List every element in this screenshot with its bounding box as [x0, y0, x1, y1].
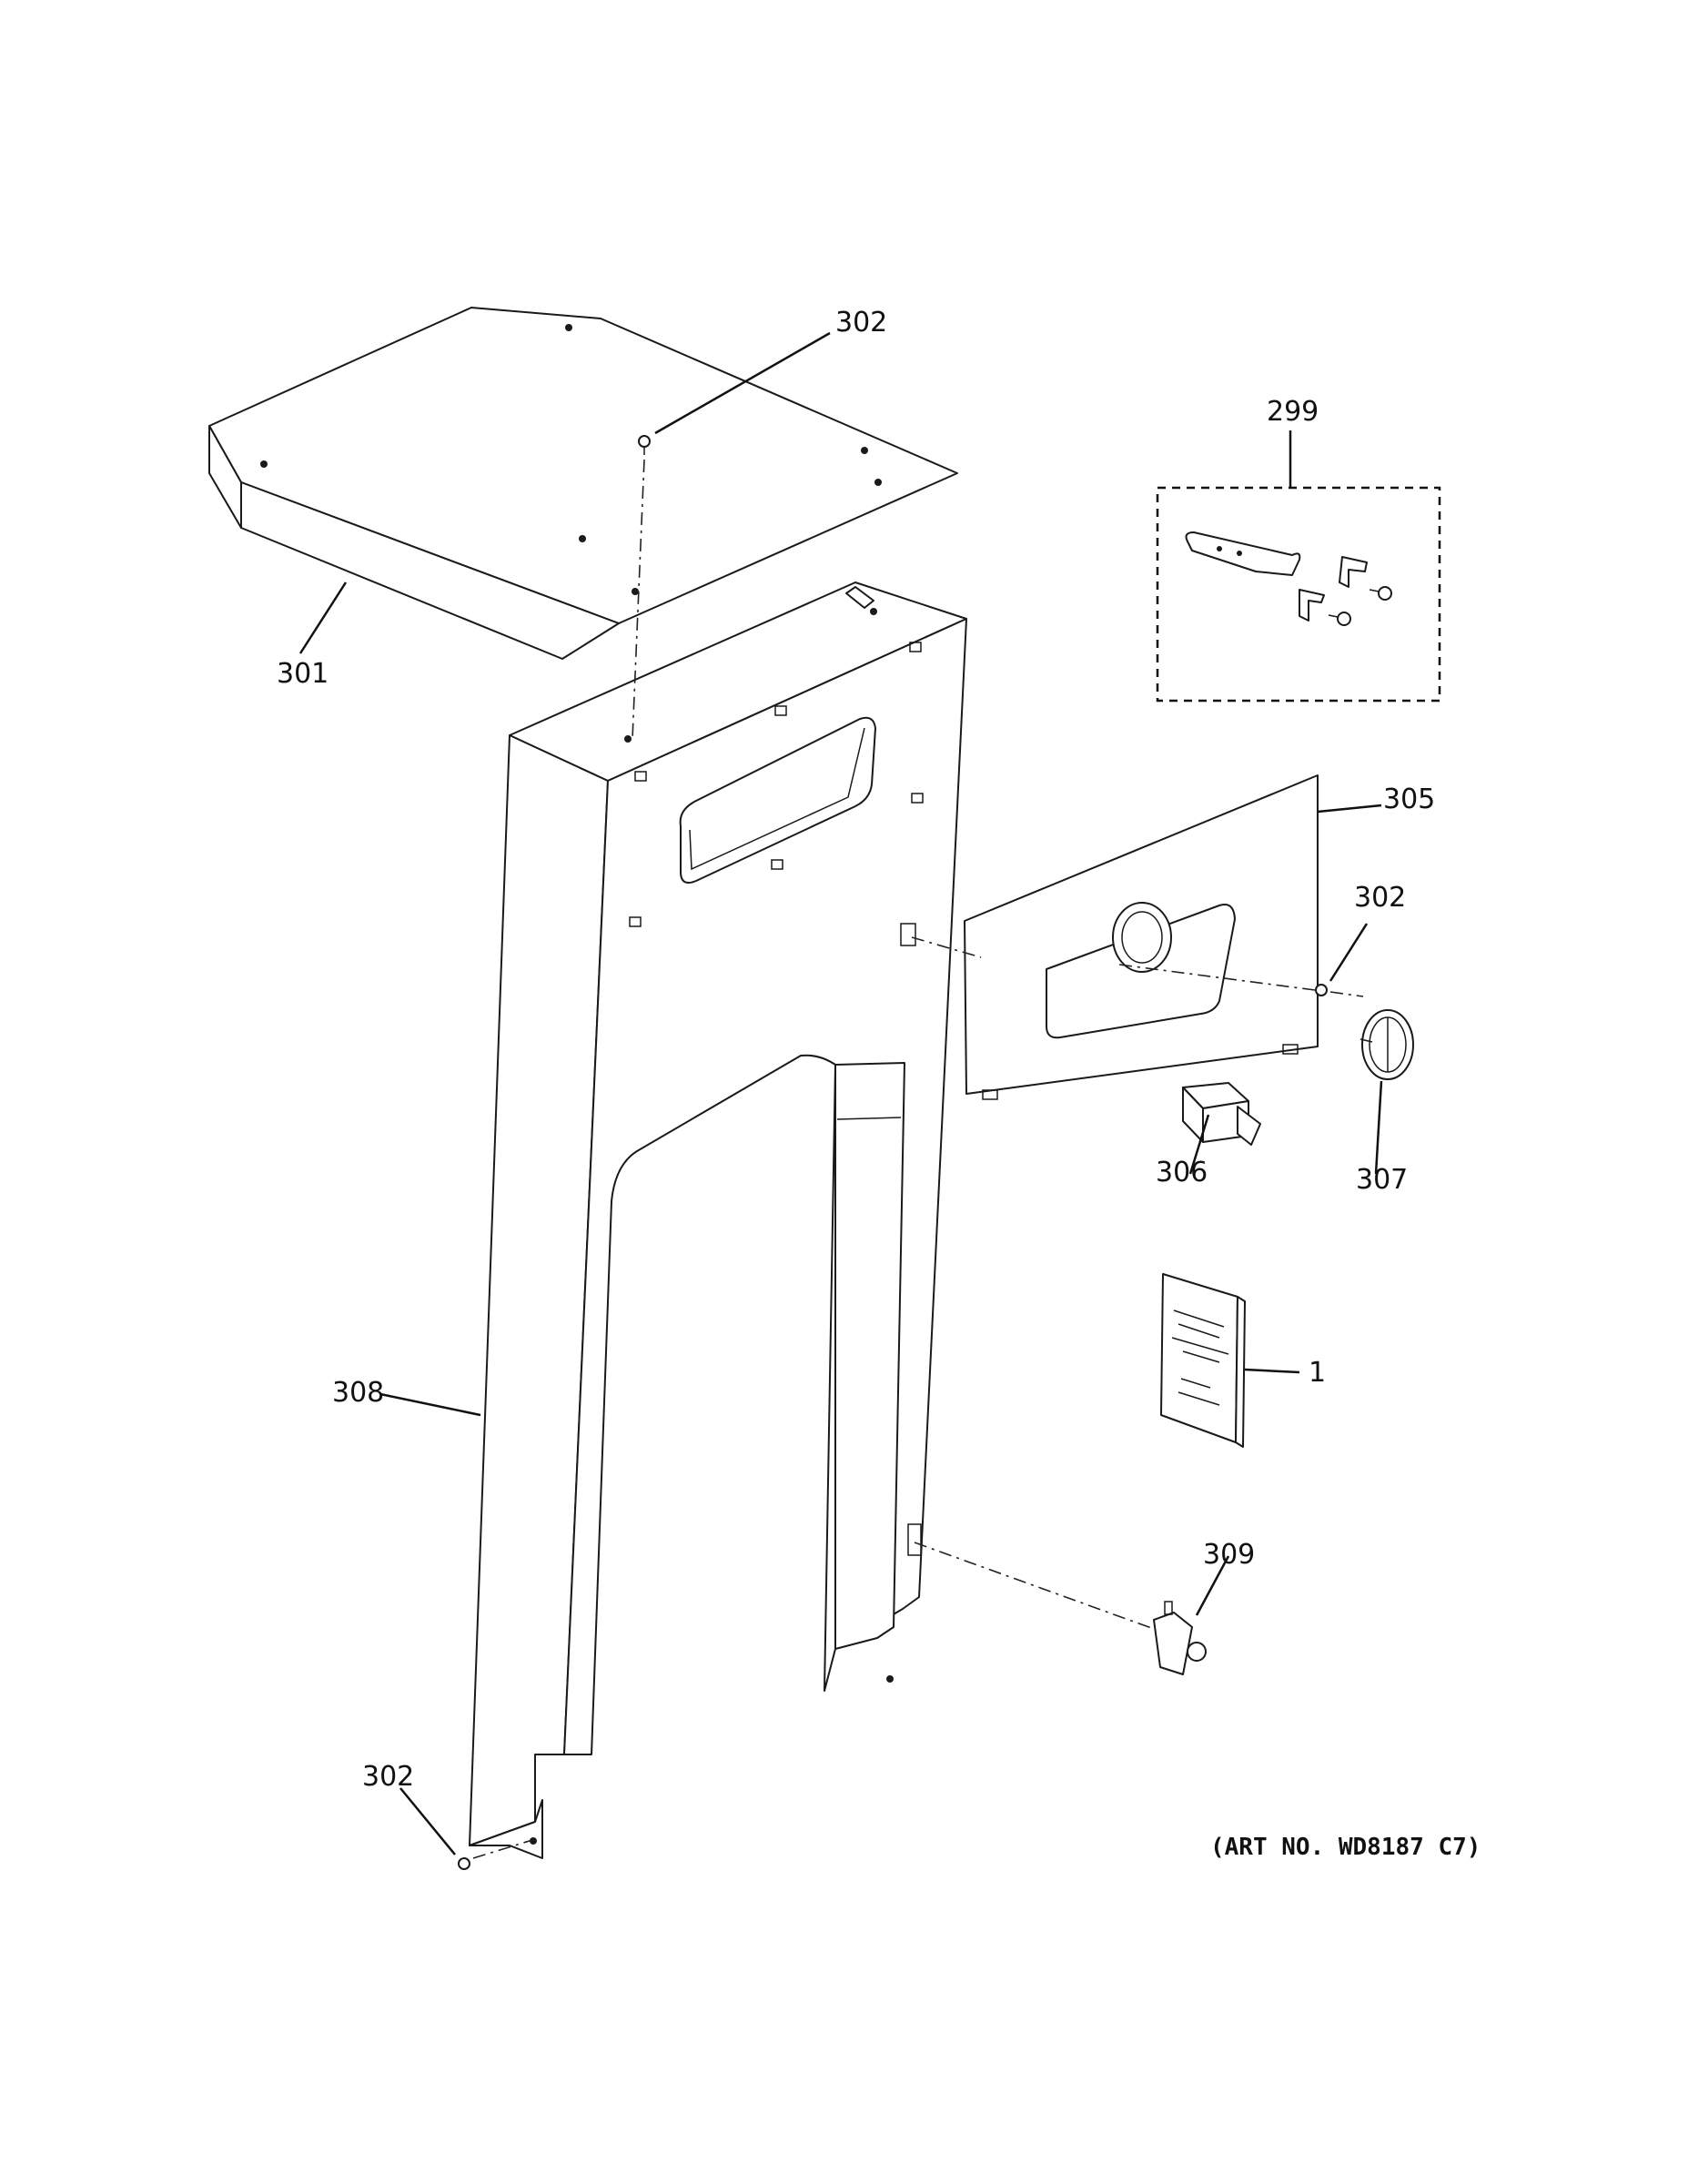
- part-302-screw-top: [638, 435, 651, 455]
- assembly-lines: [472, 459, 1364, 1859]
- callout-305: 305: [1383, 784, 1435, 815]
- part-305-control-panel: [964, 774, 1319, 1100]
- callout-306: 306: [1156, 1157, 1208, 1188]
- part-307-knob: [1359, 1009, 1414, 1080]
- callout-302-top: 302: [835, 307, 887, 339]
- part-1-manual: [1160, 1273, 1246, 1448]
- part-308-panel: [469, 581, 967, 1859]
- part-309-sensor: [1153, 1601, 1207, 1675]
- callout-301: 301: [277, 658, 329, 690]
- callout-302-bottom: 302: [362, 1761, 414, 1793]
- callout-308: 308: [332, 1377, 384, 1409]
- part-299-hardware-kit: [1156, 486, 1441, 703]
- callout-307: 307: [1356, 1164, 1408, 1196]
- callout-1: 1: [1309, 1357, 1326, 1389]
- callout-309: 309: [1203, 1539, 1255, 1571]
- leader-lines: [298, 331, 1383, 1855]
- part-306-switch: [1182, 1082, 1261, 1146]
- part-302-screw-bottom: [458, 1857, 470, 1870]
- art-number: (ART NO. WD8187 C7): [1210, 1834, 1481, 1861]
- callout-302-mid: 302: [1354, 882, 1406, 914]
- callout-labels: 302 301 299 305 302 306 307 1 308 309 30…: [277, 307, 1435, 1793]
- part-301-top-cover: [208, 307, 958, 660]
- callout-299: 299: [1267, 396, 1319, 428]
- part-302-screw-mid: [1315, 984, 1328, 996]
